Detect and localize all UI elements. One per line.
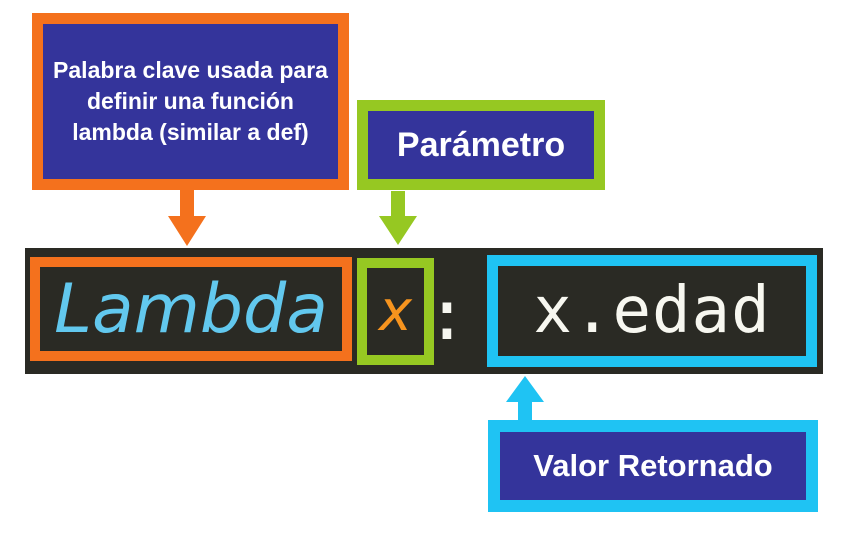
parameter-annotation-box: Parámetro <box>357 100 605 190</box>
keyword-annotation-line: definir una función <box>86 88 294 115</box>
parameter-frame: x <box>357 258 434 365</box>
code-expression-bar: Lambda x : x.edad <box>25 248 823 374</box>
return-value-frame: x.edad <box>487 255 817 367</box>
keyword-annotation-line: lambda (similar a def) <box>72 118 309 145</box>
keyword-annotation-line: Palabra clave usada para <box>53 57 328 84</box>
cyan-arrow-up-icon <box>506 376 544 421</box>
return-value-annotation-box: Valor Retornado <box>488 420 818 512</box>
lambda-keyword-text: Lambda <box>54 269 328 349</box>
colon-separator: : <box>425 274 469 356</box>
parameter-annotation-label: Parámetro <box>396 125 566 164</box>
keyword-annotation-text: Palabra clave usada para definir una fun… <box>53 55 328 147</box>
return-value-text: x.edad <box>533 274 771 348</box>
orange-arrow-down-icon <box>168 190 206 246</box>
green-arrow-down-icon <box>379 191 417 245</box>
keyword-annotation-box: Palabra clave usada para definir una fun… <box>32 13 349 190</box>
lambda-keyword-frame: Lambda <box>30 257 352 361</box>
return-value-annotation-label: Valor Retornado <box>533 448 773 483</box>
parameter-text: x <box>378 279 413 344</box>
